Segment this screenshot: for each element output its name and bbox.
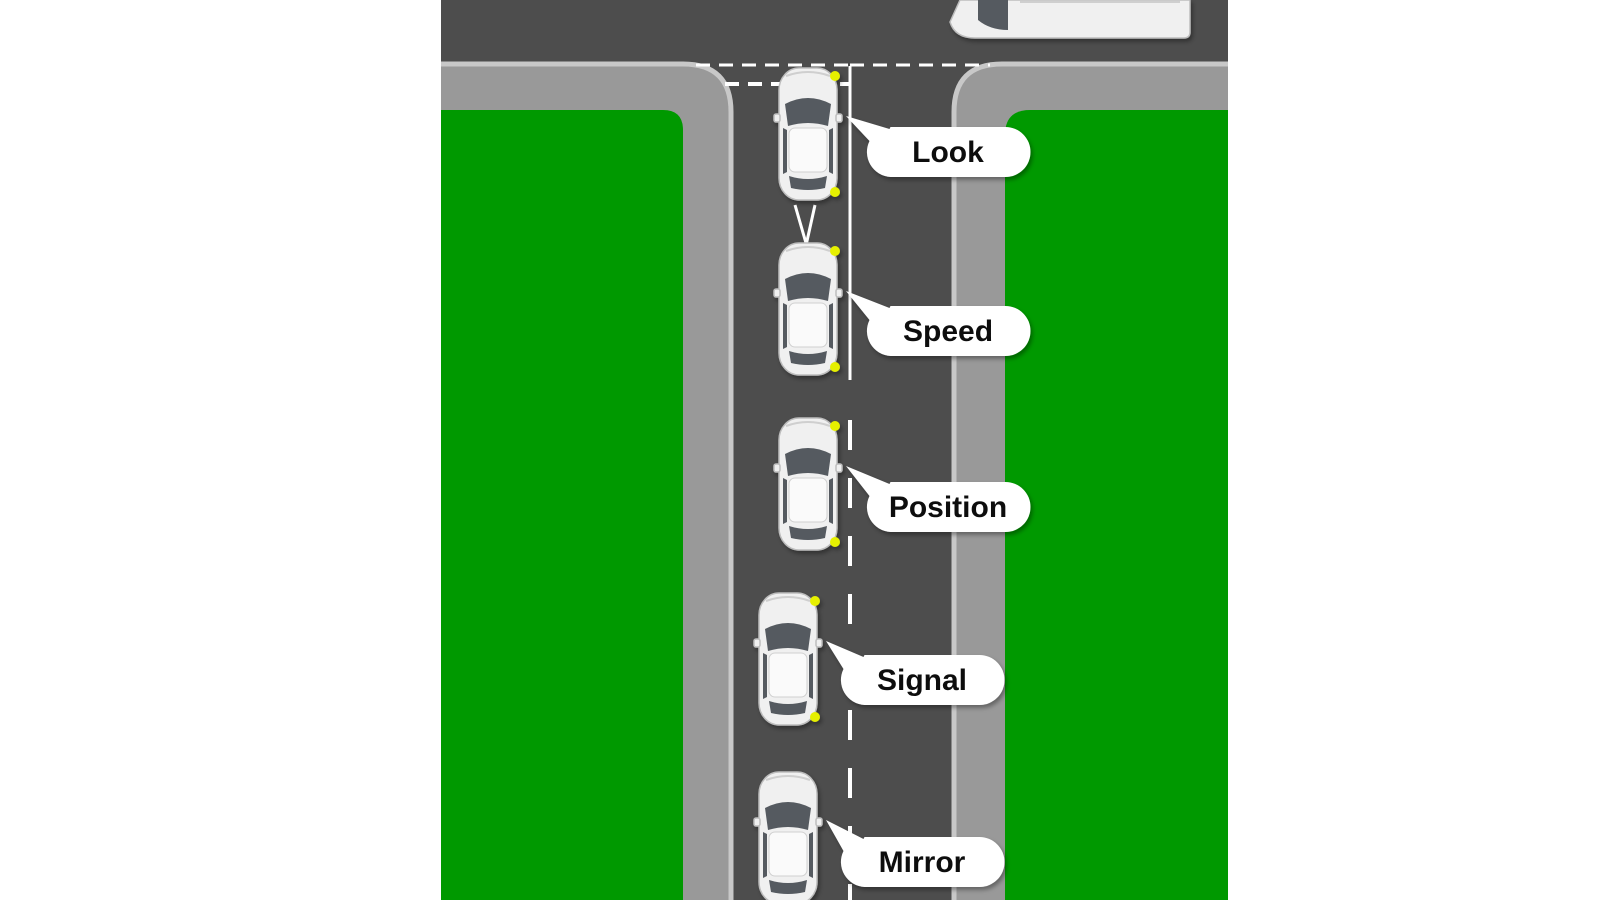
- left-kerb: [441, 61, 734, 900]
- bubble-shape: [846, 466, 1031, 532]
- indicator-light: [830, 421, 840, 431]
- label-bubble-speed: Speed: [846, 291, 1031, 356]
- indicator-light: [830, 246, 840, 256]
- label-bubble-mirror: Mirror: [826, 820, 1005, 887]
- label-bubble-position: Position: [846, 466, 1031, 532]
- left-grass: [441, 110, 683, 900]
- van: [949, 0, 1191, 39]
- right-kerb: [951, 61, 1228, 900]
- bubble-shape: [846, 116, 1031, 177]
- step-label-signal: Signal: [877, 664, 967, 697]
- step-label-position: Position: [889, 491, 1007, 524]
- step-label-speed: Speed: [903, 315, 993, 348]
- step-label-look: Look: [912, 136, 984, 169]
- indicator-light: [830, 187, 840, 197]
- indicator-light: [810, 712, 820, 722]
- label-bubble-look: Look: [846, 116, 1031, 177]
- bubble-shape: [846, 291, 1031, 356]
- car-speed-icon: [773, 242, 843, 376]
- car-look-icon: [773, 67, 843, 201]
- bubble-shape: [826, 641, 1005, 705]
- indicator-light: [830, 71, 840, 81]
- bubble-shape: [826, 820, 1005, 887]
- right-grass: [1005, 110, 1228, 900]
- label-bubble-signal: Signal: [826, 641, 1005, 705]
- car-mirror-icon: [753, 771, 823, 900]
- cars-group: [753, 67, 843, 900]
- indicator-light: [810, 596, 820, 606]
- car-signal-icon: [753, 592, 823, 726]
- car-position-icon: [773, 417, 843, 551]
- indicator-light: [830, 362, 840, 372]
- indicator-light: [830, 537, 840, 547]
- step-label-mirror: Mirror: [879, 846, 966, 879]
